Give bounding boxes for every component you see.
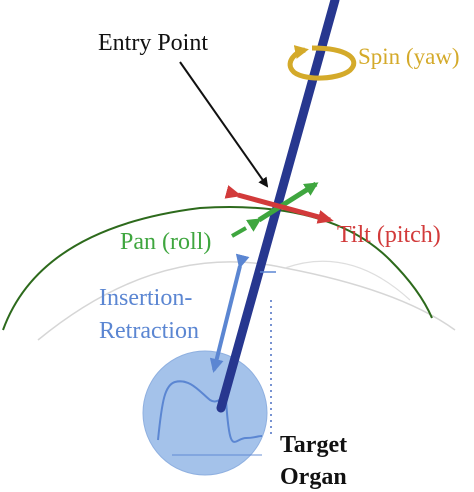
insertion-retraction-arrow [209, 253, 250, 373]
inner-tissue-curve [37, 261, 456, 341]
inner-tissue-curve-right [284, 260, 411, 301]
spin-yaw-label: Spin (yaw) [358, 44, 460, 69]
entry-point-pointer-arrow [179, 61, 269, 188]
tilt-pitch-label: Tilt (pitch) [337, 222, 441, 248]
entry-point-label: Entry Point [98, 30, 208, 56]
target-organ-label-line2: Organ [280, 464, 347, 490]
spin-yaw-arrow [287, 45, 357, 81]
insertion-label-line1: Insertion- [99, 285, 192, 311]
target-organ-label-line1: Target [280, 432, 347, 458]
tilt-pitch-arrow [224, 185, 334, 224]
insertion-label-line2: Retraction [99, 318, 199, 344]
pan-roll-label: Pan (roll) [120, 229, 211, 255]
pan-roll-arrow-back [231, 226, 247, 238]
